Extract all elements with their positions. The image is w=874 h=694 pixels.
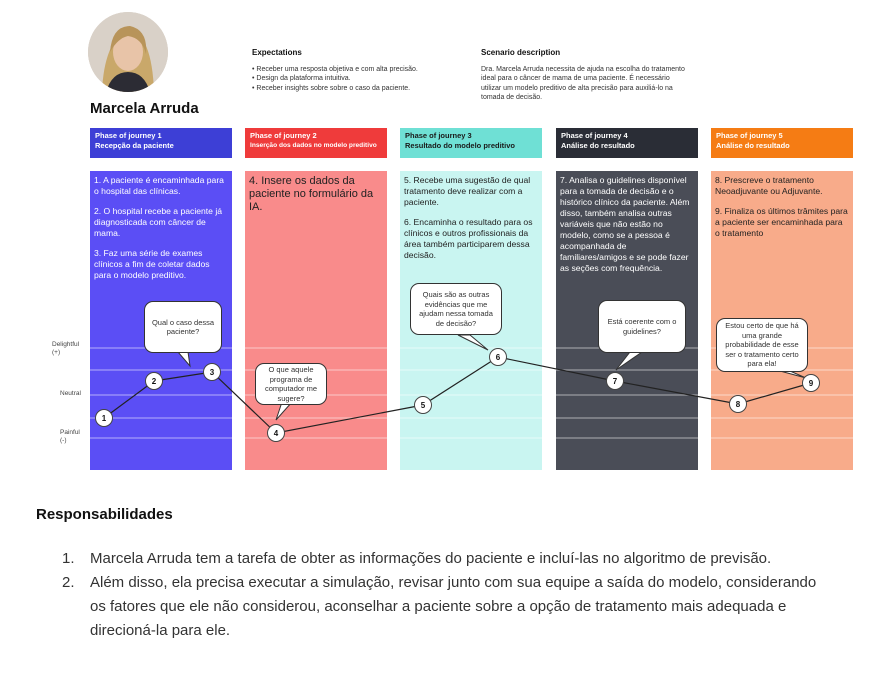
- expectation-item: • Receber insights sobre sobre o caso da…: [252, 84, 411, 92]
- scenario-section: Scenario description Dra. Marcela Arruda…: [481, 48, 691, 102]
- expectations-section: Expectations • Receber uma resposta obje…: [252, 48, 462, 93]
- phase-title: Phase of journey 2: [250, 131, 317, 140]
- bubble-tail: [615, 351, 644, 371]
- user-portrait-icon: [88, 12, 168, 92]
- responsibilities-title: Responsabilidades: [36, 506, 173, 523]
- phase-title: Phase of journey 5: [716, 131, 783, 140]
- journey-point-5: 5: [414, 396, 432, 414]
- expectation-item: • Receber uma resposta objetiva e com al…: [252, 66, 418, 73]
- step-text: 3. Faz uma série de exames clínicos a fi…: [94, 248, 210, 280]
- journey-point-1: 1: [95, 409, 113, 427]
- persona-avatar: [88, 12, 168, 92]
- phase-title: Phase of journey 4: [561, 131, 628, 140]
- phase-title: Phase of journey 1: [95, 131, 162, 140]
- scenario-title: Scenario description: [481, 48, 561, 57]
- thought-bubble: Estou certo de que há uma grande probabi…: [716, 318, 808, 372]
- list-item: 1. Marcela Arruda tem a tarefa de obter …: [62, 547, 822, 571]
- phase-body-3: 5. Recebe uma sugestão de qual tratament…: [400, 171, 542, 470]
- step-text: 2. O hospital recebe a paciente já diagn…: [94, 206, 223, 238]
- journey-point-2: 2: [145, 372, 163, 390]
- list-number: 1.: [62, 550, 75, 567]
- bubble-tail: [779, 370, 807, 379]
- axis-label-painful: Painful (-): [60, 429, 80, 444]
- expectation-item: • Design da plataforma intuitiva.: [252, 75, 351, 83]
- phase-header-2: Phase of journey 2 Inserção dos dados no…: [245, 128, 387, 158]
- phase-subtitle: Inserção dos dados no modelo preditivo: [250, 142, 377, 149]
- journey-point-3: 3: [203, 363, 221, 381]
- phase-header-3: Phase of journey 3 Resultado do modelo p…: [400, 128, 542, 158]
- phase-header-4: Phase of journey 4 Análise do resultado: [556, 128, 698, 158]
- thought-bubble: O que aquele programa de computador me s…: [255, 363, 327, 405]
- axis-label-neutral: Neutral: [60, 390, 81, 397]
- phase-subtitle: Recepção da paciente: [95, 141, 174, 150]
- phase-header-1: Phase of journey 1 Recepção da paciente: [90, 128, 232, 158]
- phase-title: Phase of journey 3: [405, 131, 472, 140]
- responsibilities-list: 1. Marcela Arruda tem a tarefa de obter …: [62, 547, 822, 643]
- journey-point-6: 6: [489, 348, 507, 366]
- journey-point-9: 9: [802, 374, 820, 392]
- list-number: 2.: [62, 574, 75, 591]
- phase-body-2: 4. Insere os dados da paciente no formul…: [245, 171, 387, 470]
- expectations-list: • Receber uma resposta objetiva e com al…: [252, 65, 462, 93]
- phase-header-5: Phase of journey 5 Análise do resultado: [711, 128, 853, 158]
- scenario-text: Dra. Marcela Arruda necessita de ajuda n…: [481, 66, 685, 101]
- axis-label-delightful: Delightful (+): [52, 341, 80, 356]
- step-text: 5. Recebe uma sugestão de qual tratament…: [404, 175, 531, 207]
- phase-subtitle: Análise do resultado: [561, 141, 635, 150]
- phase-subtitle: Resultado do modelo preditivo: [405, 141, 516, 150]
- step-text: 9. Finaliza os últimos trâmites para a p…: [715, 206, 848, 238]
- expectations-title: Expectations: [252, 48, 302, 57]
- bubble-tail: [176, 351, 191, 368]
- step-text: 7. Analisa o guidelines disponível para …: [560, 175, 690, 273]
- journey-point-4: 4: [267, 424, 285, 442]
- step-text: 8. Prescreve o tratamento Neoadjuvante o…: [715, 175, 823, 196]
- list-item: 2. Além disso, ela precisa executar a si…: [62, 571, 822, 643]
- journey-point-8: 8: [729, 395, 747, 413]
- journey-point-7: 7: [606, 372, 624, 390]
- thought-bubble: Qual o caso dessa paciente?: [144, 301, 222, 353]
- step-text: 4. Insere os dados da paciente no formul…: [249, 175, 374, 213]
- thought-bubble: Quais são as outras evidências que me aj…: [410, 283, 502, 335]
- thought-bubble: Está coerente com o guidelines?: [598, 300, 686, 353]
- list-text: Além disso, ela precisa executar a simul…: [90, 574, 817, 639]
- step-text: 6. Encaminha o resultado para os clínico…: [404, 217, 533, 260]
- phase-subtitle: Análise do resultado: [716, 141, 790, 150]
- step-text: 1. A paciente é encaminhada para o hospi…: [94, 175, 224, 196]
- list-text: Marcela Arruda tem a tarefa de obter as …: [90, 550, 772, 567]
- bubble-tail: [457, 334, 489, 351]
- persona-name: Marcela Arruda: [90, 100, 199, 117]
